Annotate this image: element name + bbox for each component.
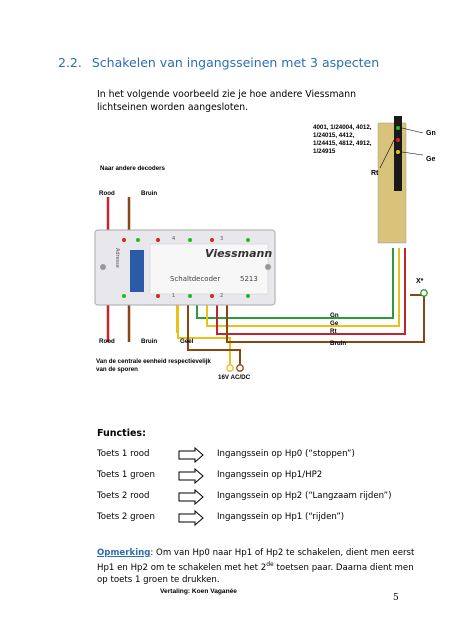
- remark-text-after: toetsen paar. Daarna dient men op toets …: [97, 562, 414, 585]
- yellow-wire-signal: [206, 248, 400, 327]
- label-wire-gn: Gn: [330, 312, 339, 319]
- decoder-screw-right: [265, 264, 271, 270]
- page-number: 5: [393, 593, 399, 603]
- led: [136, 238, 140, 242]
- led: [156, 294, 160, 298]
- led: [210, 294, 214, 298]
- function-desc-3: Ingangssein op Hp2 (“Langzaam rijden”): [217, 491, 392, 501]
- label-rood-bottom: Rood: [99, 338, 115, 345]
- decoder-name: Schaltdecoder: [170, 275, 221, 283]
- label-ge: Ge: [426, 156, 436, 163]
- label-wire-bruin: Bruin: [330, 340, 347, 347]
- label-gn: Gn: [426, 130, 436, 137]
- label-naar-decoders: Naar andere decoders: [100, 165, 165, 172]
- function-desc-4: Ingangssein op Hp1 (“rijden”): [217, 512, 345, 522]
- remark-sup: de: [266, 561, 274, 568]
- intro-paragraph: In het volgende voorbeeld zie je hoe and…: [97, 89, 356, 113]
- section-number: 2.2.: [58, 55, 82, 70]
- remark-label: Opmerking: [97, 548, 151, 558]
- led: [246, 238, 250, 242]
- brown-wire-power: [187, 305, 241, 365]
- arrow-icon: [178, 467, 204, 485]
- function-key-2: Toets 1 groen: [97, 470, 155, 480]
- green-wire-signal: [196, 248, 394, 319]
- leader-rt: [379, 139, 395, 169]
- decoder-digit-bottom-1: 1: [172, 293, 176, 299]
- led: [188, 294, 192, 298]
- function-desc-1: Ingangssein op Hp0 (“stoppen”): [217, 449, 355, 459]
- remark-text-before: : Om van Hp0 naar Hp1 of Hp2 te schakele…: [97, 548, 415, 573]
- led: [210, 238, 214, 242]
- signal-lamp-green: [396, 126, 400, 130]
- decoder-label-panel: [149, 243, 269, 295]
- led: [156, 238, 160, 242]
- label-rt: Rt: [371, 170, 379, 177]
- label-x: X*: [416, 278, 424, 285]
- footer-translation: Vertaling: Koen Vaganée: [160, 588, 237, 595]
- decoder-digit-top-2: 3: [220, 236, 224, 242]
- decoder-switch-block: [130, 250, 144, 292]
- signal-lamp-yellow: [396, 150, 400, 154]
- red-wire-signal: [216, 248, 406, 335]
- leader-ge: [401, 151, 424, 156]
- signal-lamp-red: [396, 138, 400, 142]
- decoder-screw-left: [100, 264, 106, 270]
- label-bruin-top: Bruin: [141, 190, 158, 197]
- function-key-3: Toets 2 rood: [97, 491, 150, 501]
- power-terminal-left: [226, 364, 234, 372]
- arrow-icon: [178, 488, 204, 506]
- section-title: Schakelen van ingangsseinen met 3 aspect…: [91, 55, 380, 70]
- arrow-icon: [178, 446, 204, 464]
- label-geel: Geel: [180, 338, 194, 345]
- decoder-digit-bottom-2: 2: [220, 293, 224, 299]
- decoder-brand: Viessmann: [205, 247, 273, 260]
- decoder-digit-top-1: 4: [172, 236, 176, 242]
- led: [188, 238, 192, 242]
- function-key-4: Toets 2 groen: [97, 512, 155, 522]
- label-wire-ge: Ge: [330, 320, 339, 327]
- arrow-icon: [178, 509, 204, 527]
- function-key-1: Toets 1 rood: [97, 449, 150, 459]
- led: [246, 294, 250, 298]
- brown-wire-signal: [226, 295, 425, 343]
- functions-title: Functies:: [97, 428, 146, 439]
- x-terminal: [420, 289, 428, 297]
- leader-gn: [401, 127, 424, 134]
- label-wire-rt: Rt: [330, 328, 337, 335]
- label-central-unit: Van de centrale eenheid respectievelijk …: [96, 358, 211, 373]
- label-power: 16V AC/DC: [218, 374, 251, 381]
- decoder-number: 5213: [240, 275, 258, 283]
- label-rood-top: Rood: [99, 190, 115, 197]
- decoder-side-label: Adresse: [114, 248, 120, 268]
- yellow-wire-power: [177, 305, 231, 365]
- label-bruin-bottom: Bruin: [141, 338, 158, 345]
- led: [122, 294, 126, 298]
- section-heading: 2.2. Schakelen van ingangsseinen met 3 as…: [58, 55, 379, 70]
- remark-paragraph: Opmerking: Om van Hp0 naar Hp1 of Hp2 te…: [97, 547, 422, 586]
- power-terminal-right: [236, 364, 244, 372]
- function-desc-2: Ingangssein op Hp1/HP2: [217, 470, 323, 480]
- signal-models: 4001, 1/24004, 4012, 1/24015, 4412, 1/24…: [313, 124, 372, 155]
- led: [122, 238, 126, 242]
